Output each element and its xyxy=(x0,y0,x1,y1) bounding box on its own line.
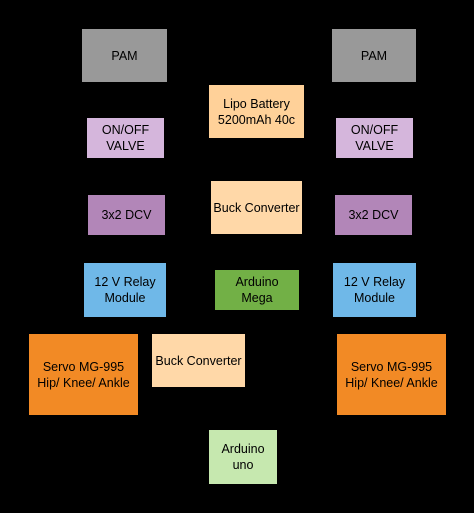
onoff-valve-right-block: ON/OFF VALVE xyxy=(336,118,413,158)
arduino-mega-block: Arduino Mega xyxy=(215,270,299,310)
relay-module-right-block: 12 V Relay Module xyxy=(333,263,416,317)
buck-converter-top-block: Buck Converter xyxy=(211,181,302,234)
servo-left-block: Servo MG-995 Hip/ Knee/ Ankle xyxy=(29,334,138,415)
dcv-left-block: 3x2 DCV xyxy=(88,195,165,235)
relay-module-left-block: 12 V Relay Module xyxy=(84,263,166,317)
servo-right-block: Servo MG-995 Hip/ Knee/ Ankle xyxy=(337,334,446,415)
lipo-battery-block: Lipo Battery 5200mAh 40c xyxy=(209,85,304,138)
dcv-right-block: 3x2 DCV xyxy=(335,195,412,235)
pam-right-block: PAM xyxy=(332,29,416,82)
arduino-uno-block: Arduino uno xyxy=(209,430,277,484)
onoff-valve-left-block: ON/OFF VALVE xyxy=(87,118,164,158)
pam-left-block: PAM xyxy=(82,29,167,82)
buck-converter-mid-block: Buck Converter xyxy=(152,334,245,387)
